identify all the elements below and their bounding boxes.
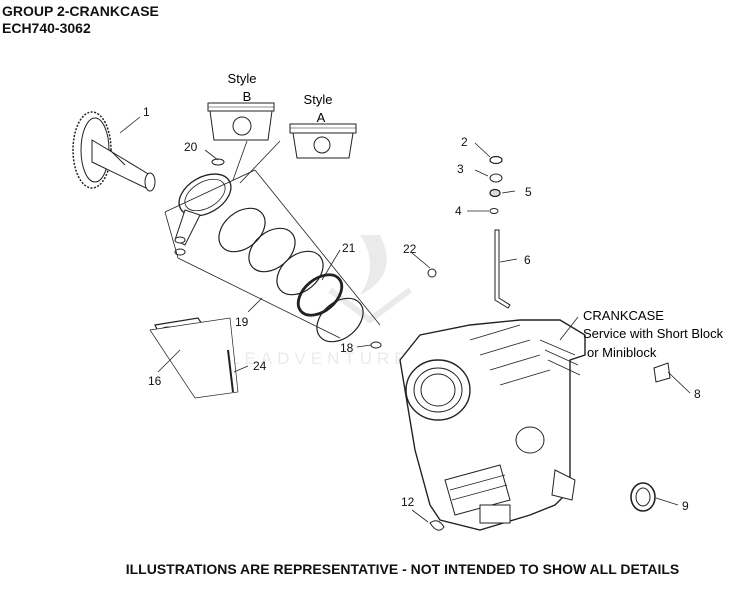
style-a-word: Style	[304, 92, 333, 107]
callout-1[interactable]: 1	[143, 105, 150, 119]
model-number: ECH740-3062	[2, 20, 91, 36]
ring-4	[489, 208, 499, 214]
callout-4[interactable]: 4	[455, 204, 462, 218]
disclaimer-footer: ILLUSTRATIONS ARE REPRESENTATIVE - NOT I…	[0, 561, 750, 577]
piston-rings	[218, 207, 364, 343]
callout-21[interactable]: 21	[342, 241, 356, 255]
washer-2	[489, 155, 503, 165]
piston-style-a	[289, 123, 357, 159]
leader-lines	[119, 116, 691, 523]
callout-9[interactable]: 9	[682, 499, 689, 513]
callout-24[interactable]: 24	[253, 359, 267, 373]
callout-22[interactable]: 22	[403, 242, 417, 256]
callout-2[interactable]: 2	[461, 135, 468, 149]
connecting-rod	[149, 317, 239, 399]
clip-12	[429, 520, 445, 531]
callout-12[interactable]: 12	[401, 495, 415, 509]
style-b-word: Style	[228, 71, 257, 86]
small-parts	[370, 155, 671, 531]
plug-8	[653, 362, 671, 383]
seal-5	[489, 188, 501, 198]
crankcase-service-line: Service with Short Block	[583, 326, 724, 341]
crankcase-block	[399, 319, 586, 531]
piston-style-b	[207, 102, 275, 141]
camshaft-part	[72, 111, 156, 192]
callout-19[interactable]: 19	[235, 315, 249, 329]
crankcase-miniblock-line: or Miniblock	[587, 345, 657, 360]
group-title: GROUP 2-CRANKCASE	[2, 3, 159, 19]
callout-16[interactable]: 16	[148, 374, 162, 388]
callout-20[interactable]: 20	[184, 140, 198, 154]
pin-22	[427, 268, 437, 278]
style-a-letter: A	[317, 110, 326, 125]
callout-6[interactable]: 6	[524, 253, 531, 267]
callout-3[interactable]: 3	[457, 162, 464, 176]
style-b-letter: B	[243, 89, 252, 104]
callout-5[interactable]: 5	[525, 185, 532, 199]
crankcase-title: CRANKCASE	[583, 308, 664, 323]
disclaimer-text: ILLUSTRATIONS ARE REPRESENTATIVE - NOT I…	[125, 561, 680, 577]
pin-18	[370, 341, 382, 349]
watermark: LEADVENTURE	[230, 235, 412, 368]
callout-8[interactable]: 8	[694, 387, 701, 401]
pushrod-6	[494, 229, 511, 309]
watermark-text: LEADVENTURE	[230, 349, 411, 368]
piston-assembly	[164, 158, 381, 339]
washer-3	[489, 173, 503, 183]
callout-18[interactable]: 18	[340, 341, 354, 355]
